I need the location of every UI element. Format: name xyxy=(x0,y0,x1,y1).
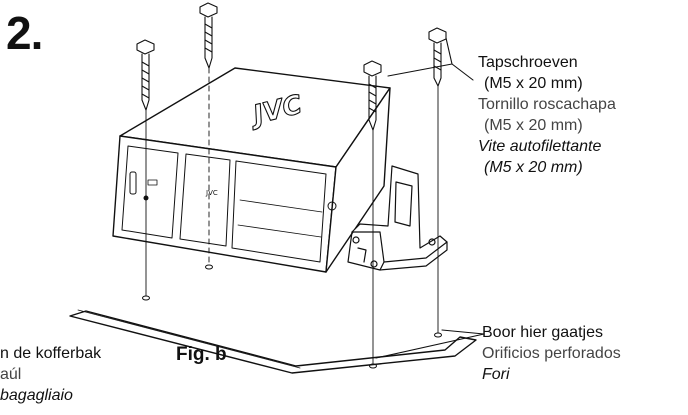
screw-size-nl: (M5 x 20 mm) xyxy=(484,75,583,92)
trunk-label-it: bagagliaio xyxy=(0,387,73,404)
screw-size-es: (M5 x 20 mm) xyxy=(484,117,583,134)
figure-label: Fig. b xyxy=(176,344,227,365)
screw-center xyxy=(199,2,218,69)
screw-bracket-rear xyxy=(428,27,447,87)
screw-size-it: (M5 x 20 mm) xyxy=(484,159,583,176)
screw-left xyxy=(136,39,155,111)
trunk-floor xyxy=(69,310,477,374)
screw-label-es: Tornillo roscachapa xyxy=(478,96,616,113)
alignment-lines xyxy=(145,67,439,365)
mounting-bracket xyxy=(347,165,448,271)
leader-lines xyxy=(375,37,485,359)
trunk-floor-edge xyxy=(77,309,301,369)
screw-label-block: Tapschroeven (M5 x 20 mm) Tornillo rosca… xyxy=(478,52,616,178)
trunk-label-nl: n de kofferbak xyxy=(0,345,102,362)
trunk-label-es: aúl xyxy=(0,366,22,383)
trunk-label-block: n de kofferbak aúl bagagliaio xyxy=(0,343,101,406)
hole-label-it: Fori xyxy=(482,366,510,383)
front-logo-mark: JVC xyxy=(205,189,218,197)
cd-changer-unit: JVC JVC xyxy=(112,67,391,273)
screw-label-it: Vite autofilettante xyxy=(478,138,602,155)
hole-label-es: Orificios perforados xyxy=(482,345,621,362)
hole-label-block: Boor hier gaatjes Orificios perforados F… xyxy=(482,322,621,385)
hole-label-nl: Boor hier gaatjes xyxy=(482,324,603,341)
drilled-holes xyxy=(142,264,442,369)
screw-label-nl: Tapschroeven xyxy=(478,54,578,71)
step-number: 2. xyxy=(6,7,43,59)
